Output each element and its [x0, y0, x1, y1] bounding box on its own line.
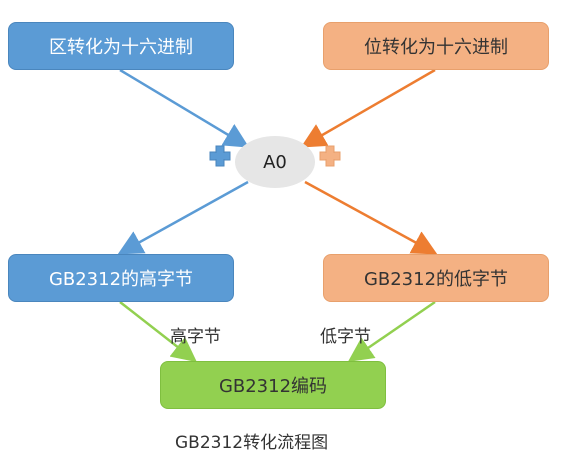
gb2312-code-box: GB2312编码	[160, 361, 386, 409]
arrow-low-to-code	[347, 300, 436, 362]
center-ellipse: A0	[235, 136, 315, 188]
center-label: A0	[263, 151, 287, 173]
arrow-high-to-code	[119, 301, 197, 363]
arrow-qu-to-a0	[119, 68, 250, 148]
position-to-hex-box: 位转化为十六进制	[323, 22, 549, 70]
high-byte-label: GB2312的高字节	[48, 269, 194, 290]
zone-to-hex-label: 区转化为十六进制	[49, 37, 193, 58]
arrow-a0-to-low	[304, 180, 438, 255]
plus-icon-blue	[209, 145, 231, 167]
diagram-caption: GB2312转化流程图	[175, 433, 329, 453]
position-to-hex-label: 位转化为十六进制	[364, 37, 508, 58]
low-byte-label: GB2312的低字节	[363, 269, 509, 290]
plus-icon-orange	[319, 145, 341, 167]
arrow-a0-to-high	[117, 180, 249, 255]
high-byte-box: GB2312的高字节	[8, 254, 234, 302]
high-byte-edge-label: 高字节	[170, 327, 221, 347]
gb2312-code-label: GB2312编码	[218, 376, 328, 397]
zone-to-hex-box: 区转化为十六进制	[8, 22, 234, 70]
arrow-wei-to-a0	[300, 68, 436, 148]
low-byte-edge-label: 低字节	[320, 327, 371, 347]
low-byte-box: GB2312的低字节	[323, 254, 549, 302]
